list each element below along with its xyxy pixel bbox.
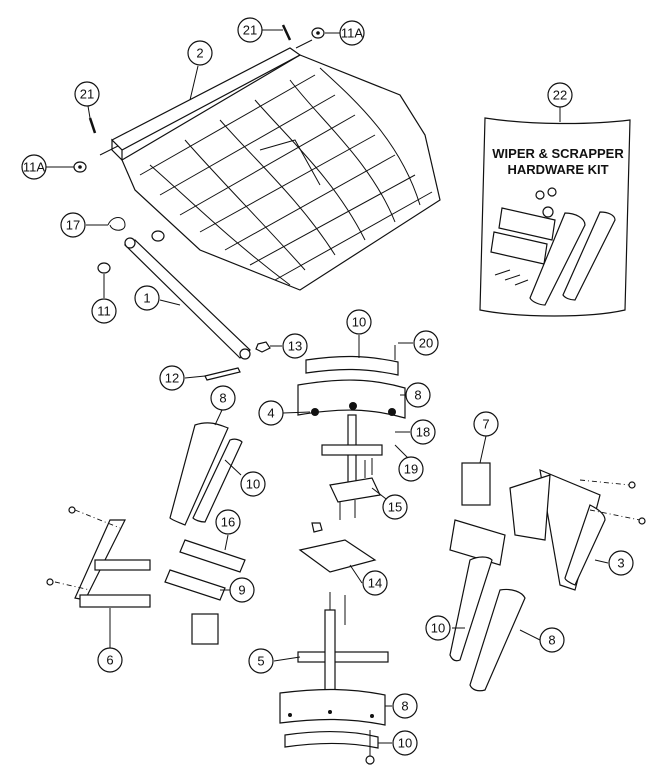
arm-link [97, 217, 271, 381]
svg-text:21: 21 [243, 23, 257, 38]
callout-6: 6 [97, 647, 123, 673]
callout-19: 19 [398, 456, 424, 482]
svg-text:10: 10 [246, 477, 260, 492]
callout-16: 16 [215, 509, 241, 535]
svg-text:20: 20 [419, 336, 433, 351]
callout-8-center-top: 8 [405, 382, 431, 408]
svg-text:18: 18 [416, 425, 430, 440]
svg-text:2: 2 [196, 46, 203, 61]
svg-text:10: 10 [352, 315, 366, 330]
svg-text:21: 21 [80, 87, 94, 102]
callout-8-bottom: 8 [392, 693, 418, 719]
leader-lines [46, 29, 609, 744]
callout-10-bottom: 10 [392, 730, 418, 756]
callout-21-left: 21 [74, 81, 100, 107]
callout-14: 14 [362, 570, 388, 596]
kit-title-line2: HARDWARE KIT [507, 162, 608, 177]
svg-text:12: 12 [165, 371, 179, 386]
svg-text:1: 1 [143, 291, 150, 306]
svg-text:4: 4 [267, 406, 274, 421]
callout-8-right: 8 [539, 627, 565, 653]
callout-4: 4 [258, 400, 284, 426]
svg-text:16: 16 [221, 515, 235, 530]
svg-text:9: 9 [238, 583, 245, 598]
svg-text:19: 19 [404, 462, 418, 477]
callout-10-right: 10 [425, 615, 451, 641]
hardware-kit-bag: WIPER & SCRAPPER HARDWARE KIT [479, 117, 631, 317]
callout-10-left: 10 [240, 471, 266, 497]
callout-11: 11 [91, 298, 117, 324]
svg-text:11A: 11A [23, 160, 45, 175]
svg-text:13: 13 [288, 339, 302, 354]
callout-5: 5 [248, 648, 274, 674]
left-wiper-assembly [46, 422, 246, 645]
callout-2: 2 [187, 40, 213, 66]
callout-21-top: 21 [237, 17, 263, 43]
bottom-wipers [279, 688, 386, 765]
callout-10-center-top: 10 [346, 309, 372, 335]
svg-text:8: 8 [219, 391, 226, 406]
svg-text:3: 3 [617, 556, 624, 571]
svg-text:8: 8 [414, 388, 421, 403]
callout-9: 9 [229, 577, 255, 603]
svg-text:10: 10 [398, 736, 412, 751]
svg-text:8: 8 [548, 633, 555, 648]
svg-text:8: 8 [401, 699, 408, 714]
callout-20: 20 [413, 330, 439, 356]
svg-text:11A: 11A [341, 26, 363, 41]
callout-8-left: 8 [210, 385, 236, 411]
svg-text:7: 7 [482, 417, 489, 432]
basket-assembly [73, 24, 441, 291]
callout-15: 15 [382, 494, 408, 520]
callout-18: 18 [410, 419, 436, 445]
callout-11A-top: 11A [339, 20, 365, 46]
svg-text:14: 14 [368, 576, 382, 591]
svg-text:10: 10 [431, 621, 445, 636]
kit-title-line1: WIPER & SCRAPPER [492, 146, 624, 161]
callout-11A-left: 11A [21, 154, 47, 180]
callout-12: 12 [159, 365, 185, 391]
svg-text:17: 17 [66, 218, 80, 233]
callout-17: 17 [60, 212, 86, 238]
svg-text:6: 6 [106, 653, 113, 668]
callout-7: 7 [473, 411, 499, 437]
svg-text:5: 5 [257, 654, 264, 669]
center-top-wipers [297, 345, 406, 419]
callout-22: 22 [547, 82, 573, 108]
callout-1: 1 [134, 285, 160, 311]
svg-text:15: 15 [388, 500, 402, 515]
center-shaft [297, 414, 389, 696]
callout-3: 3 [608, 550, 634, 576]
svg-text:22: 22 [553, 88, 567, 103]
right-wiper-assembly [449, 462, 646, 692]
svg-text:11: 11 [97, 304, 111, 319]
callout-13: 13 [282, 333, 308, 359]
